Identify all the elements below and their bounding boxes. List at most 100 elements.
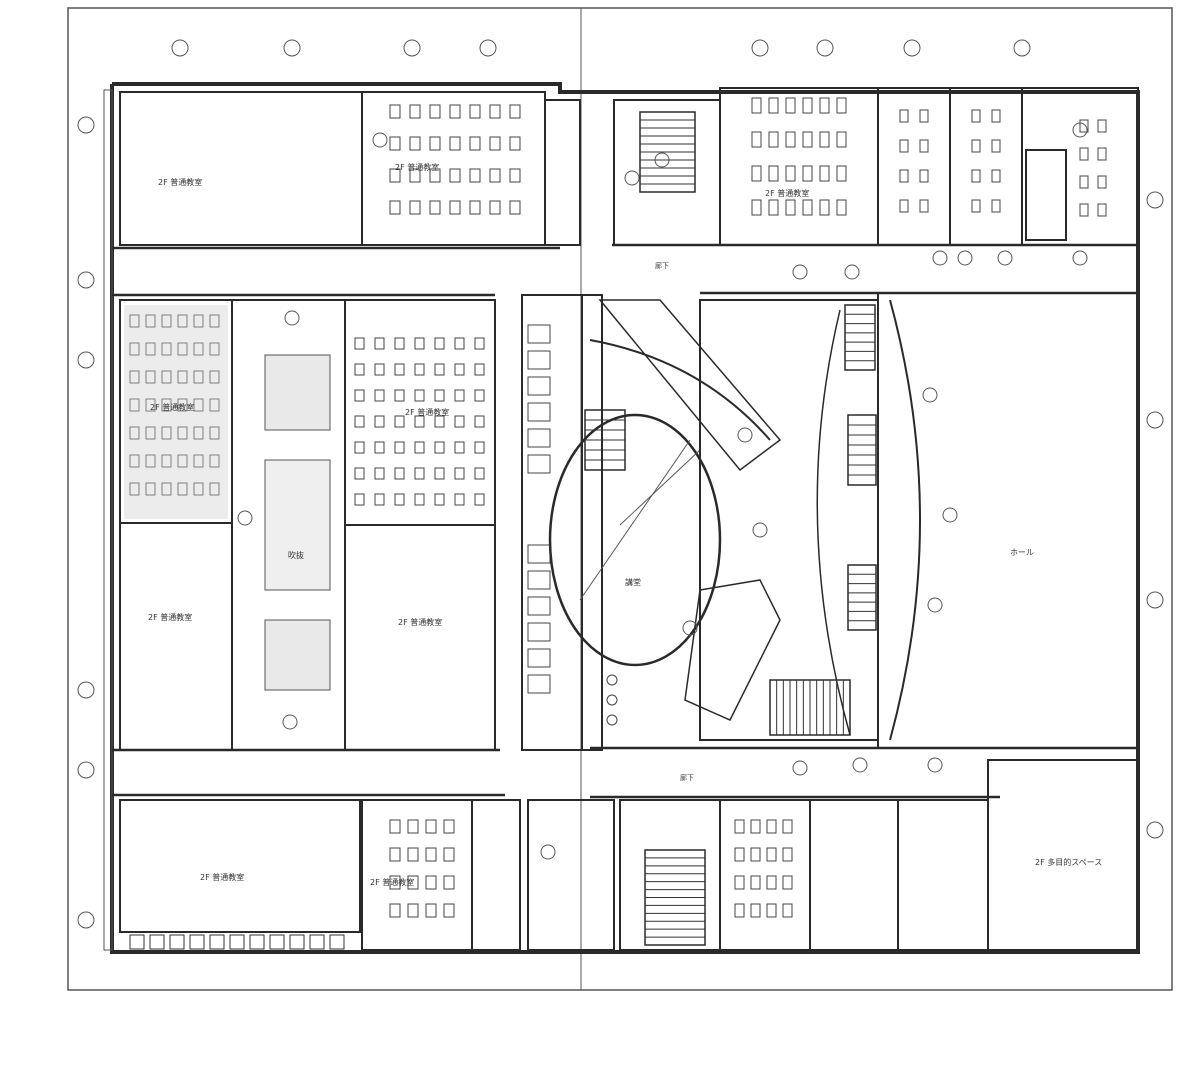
window-seat [189, 934, 205, 950]
desk [407, 903, 419, 918]
west-block [119, 299, 496, 751]
window-seat [249, 934, 265, 950]
grid-bubble [751, 39, 769, 57]
desk-grid-west [354, 337, 485, 506]
desk [1097, 203, 1107, 217]
hatch-desk [129, 370, 140, 384]
toilet-stall [527, 376, 551, 396]
grid-bubble [77, 271, 95, 289]
desk [454, 337, 465, 350]
hatch-desk [193, 314, 204, 328]
hatch-desk [209, 482, 220, 496]
desk [509, 104, 521, 119]
room-label-w-lower: 2F 普通教室 [148, 612, 192, 622]
north-stair [639, 111, 696, 193]
room-label-se: 2F 多目的スペース [1035, 857, 1102, 867]
grid-bubble [284, 310, 300, 326]
grid-bubble [844, 264, 860, 280]
hatch-desk [161, 482, 172, 496]
desk [474, 493, 485, 506]
grid-bubble [737, 427, 753, 443]
desk [768, 97, 779, 114]
desk [374, 441, 385, 454]
hatch-desk [129, 482, 140, 496]
desk [766, 875, 777, 890]
core-strip [521, 294, 603, 751]
grid-bubble [624, 170, 640, 186]
desk [782, 903, 793, 918]
grid-bubble [927, 757, 943, 773]
grid-bubble [1072, 122, 1088, 138]
desk [734, 875, 745, 890]
desk [374, 415, 385, 428]
hatch-desk [209, 426, 220, 440]
grid-bubble [852, 757, 868, 773]
room-label-mid-lower: 2F 普通教室 [398, 617, 442, 627]
hatch-desk [145, 426, 156, 440]
desk [489, 168, 501, 183]
hatch-desk [193, 426, 204, 440]
grid-bubble [1013, 39, 1031, 57]
grid-bubble [282, 714, 298, 730]
room-label-auditorium: 講堂 [625, 577, 641, 587]
desk [407, 847, 419, 862]
south-stair [644, 849, 706, 946]
desk [429, 104, 441, 119]
grid-bubble [1146, 411, 1164, 429]
desk [409, 200, 421, 215]
desk [374, 493, 385, 506]
grid-bubble [927, 597, 943, 613]
desk [443, 875, 455, 890]
desk [899, 109, 909, 123]
hatch-desk [177, 398, 188, 412]
hatch-desk [129, 398, 140, 412]
hatch-desk [193, 370, 204, 384]
desk [768, 131, 779, 148]
desk [374, 389, 385, 402]
hatch-desk [209, 314, 220, 328]
desk [374, 337, 385, 350]
toilet-stall [527, 428, 551, 448]
desk [425, 875, 437, 890]
grid-bubble [403, 39, 421, 57]
desk [991, 169, 1001, 183]
desk [409, 168, 421, 183]
desk [469, 104, 481, 119]
desk [802, 165, 813, 182]
room-label-w-upper: 2F 普通教室 [150, 402, 194, 412]
desk [899, 169, 909, 183]
desk [766, 819, 777, 834]
desk [785, 97, 796, 114]
sink [606, 694, 618, 706]
hatch-desk [209, 342, 220, 356]
desk [991, 109, 1001, 123]
desk [971, 109, 981, 123]
hatch-desk [177, 342, 188, 356]
grid-bubble [922, 387, 938, 403]
desk [409, 104, 421, 119]
grid-bubble [237, 510, 253, 526]
grid-bubble [903, 39, 921, 57]
grid-bubble [654, 152, 670, 168]
desk [454, 415, 465, 428]
hatch-desk [193, 482, 204, 496]
sheet-frame [67, 7, 1173, 991]
desk [836, 165, 847, 182]
corridor-label-north: 廊下 [655, 261, 669, 270]
desk [414, 493, 425, 506]
grid-bubble [77, 351, 95, 369]
grid-bubble [540, 844, 556, 860]
hatch-desk [145, 342, 156, 356]
desk [1079, 119, 1089, 133]
desk [474, 415, 485, 428]
desk-grid-ne [751, 97, 847, 216]
desk [489, 136, 501, 151]
desk [919, 139, 929, 153]
grid-bubble [997, 250, 1013, 266]
west-window-strip [103, 89, 113, 951]
hatch-desk [161, 426, 172, 440]
desk [449, 200, 461, 215]
desk [409, 136, 421, 151]
desk [449, 104, 461, 119]
